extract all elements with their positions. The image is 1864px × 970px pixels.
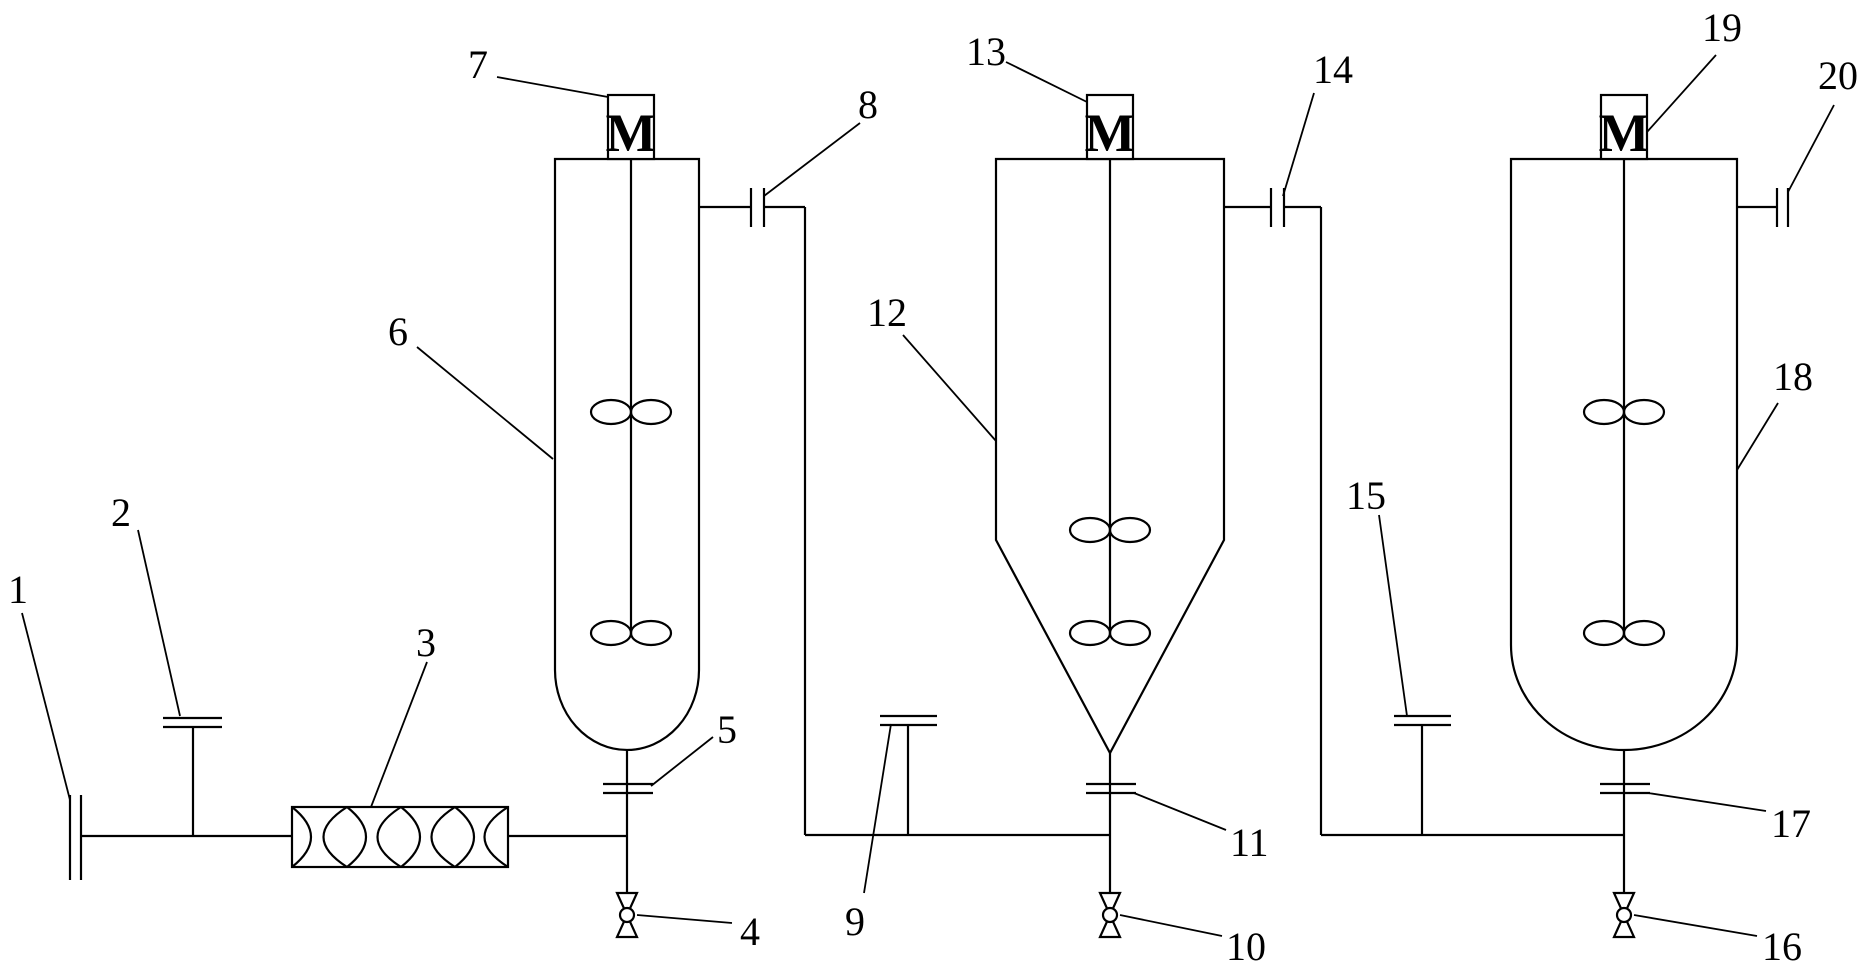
label-16: 16	[1762, 924, 1802, 969]
drain-valve-16	[1612, 891, 1636, 939]
dosing-port-2	[163, 716, 222, 836]
label-4: 4	[740, 909, 760, 954]
label-13: 13	[966, 29, 1006, 74]
label-19: 19	[1702, 5, 1742, 50]
callout-leaders	[21, 54, 1835, 937]
impeller-upper-6	[589, 398, 673, 426]
dosing-port-15	[1394, 714, 1451, 835]
impeller-lower-18	[1582, 619, 1666, 647]
label-20: 20	[1818, 53, 1858, 98]
label-6: 6	[388, 309, 408, 354]
motor-letter: M	[1085, 103, 1136, 163]
conical-vessel-12	[994, 157, 1226, 756]
label-8: 8	[858, 82, 878, 127]
label-17: 17	[1771, 801, 1811, 846]
static-mixer-3	[290, 805, 510, 869]
label-5: 5	[717, 707, 737, 752]
motor-7: M	[606, 93, 657, 163]
reactor-vessel-6	[553, 157, 701, 752]
label-15: 15	[1346, 473, 1386, 518]
drain-valve-4	[615, 891, 639, 939]
label-18: 18	[1773, 354, 1813, 399]
drain-valve-10	[1098, 891, 1122, 939]
motor-letter: M	[606, 103, 657, 163]
label-14: 14	[1313, 47, 1353, 92]
flange-8	[749, 188, 766, 227]
impeller-lower-12	[1068, 619, 1152, 647]
motor-letter: M	[1599, 103, 1650, 163]
overflow-line-12-to-18	[1224, 205, 1624, 837]
overflow-line-6-to-12	[699, 205, 1110, 837]
impeller-upper-12	[1068, 516, 1152, 544]
outlet-line-20	[1737, 188, 1790, 227]
bottom-flange-11	[1086, 782, 1136, 795]
reactor-vessel-18	[1509, 157, 1739, 752]
impeller-upper-18	[1582, 398, 1666, 426]
label-9: 9	[845, 899, 865, 944]
motor-13: M	[1085, 93, 1136, 163]
bottom-flange-17	[1600, 782, 1650, 795]
label-10: 10	[1226, 924, 1266, 969]
label-1: 1	[8, 567, 28, 612]
dosing-port-9	[880, 714, 937, 835]
label-2: 2	[111, 490, 131, 535]
label-12: 12	[867, 290, 907, 335]
motor-19: M	[1599, 93, 1650, 163]
impeller-lower-6	[589, 619, 673, 647]
label-3: 3	[416, 620, 436, 665]
label-11: 11	[1230, 820, 1269, 865]
bottom-flange-5	[603, 782, 653, 795]
label-7: 7	[468, 42, 488, 87]
inlet-flange-1	[68, 795, 83, 880]
flange-14	[1269, 188, 1286, 227]
